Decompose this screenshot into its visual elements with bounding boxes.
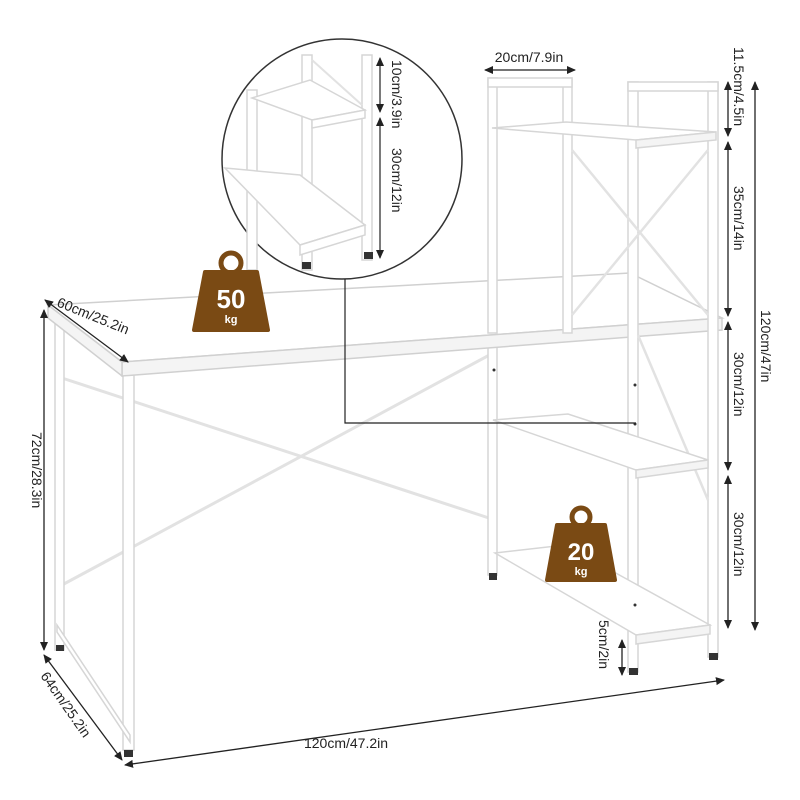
desk-width-label: 120cm/47.2in [304,735,388,751]
inset-lower-label: 30cm/12in [389,148,405,213]
dimension-lines [40,66,759,768]
total-height-label: 120cm/47in [758,310,774,382]
weight-badge-desk: 50 kg [192,250,270,332]
weight-badge-shelf: 20 kg [545,505,617,582]
shelf-gap-middle-label: 30cm/12in [731,352,747,417]
detail-inset: 10cm/3.9in 30cm/12in [221,38,636,424]
bottom-clearance-label: 5cm/2in [596,620,612,669]
desk-weight-value: 50 [217,284,246,314]
inset-upper-label: 10cm/3.9in [389,60,405,128]
inset-leader-line [344,279,636,424]
shelf-unit [487,77,719,675]
shelf-gap-upper-label: 35cm/14in [731,186,747,251]
shelf-depth-label: 20cm/7.9in [495,49,563,65]
desk-weight-unit: kg [225,314,238,326]
desk-frame [45,272,725,757]
shelf-gap-lower-label: 30cm/12in [731,512,747,577]
desk-depth-base-label: 64cm/25.2in [38,669,95,741]
shelf-weight-unit: kg [575,566,588,578]
shelf-weight-value: 20 [568,539,595,566]
top-gap-label: 11.5cm/4.5in [731,47,747,126]
desk-height-label: 72cm/28.3in [29,432,45,508]
